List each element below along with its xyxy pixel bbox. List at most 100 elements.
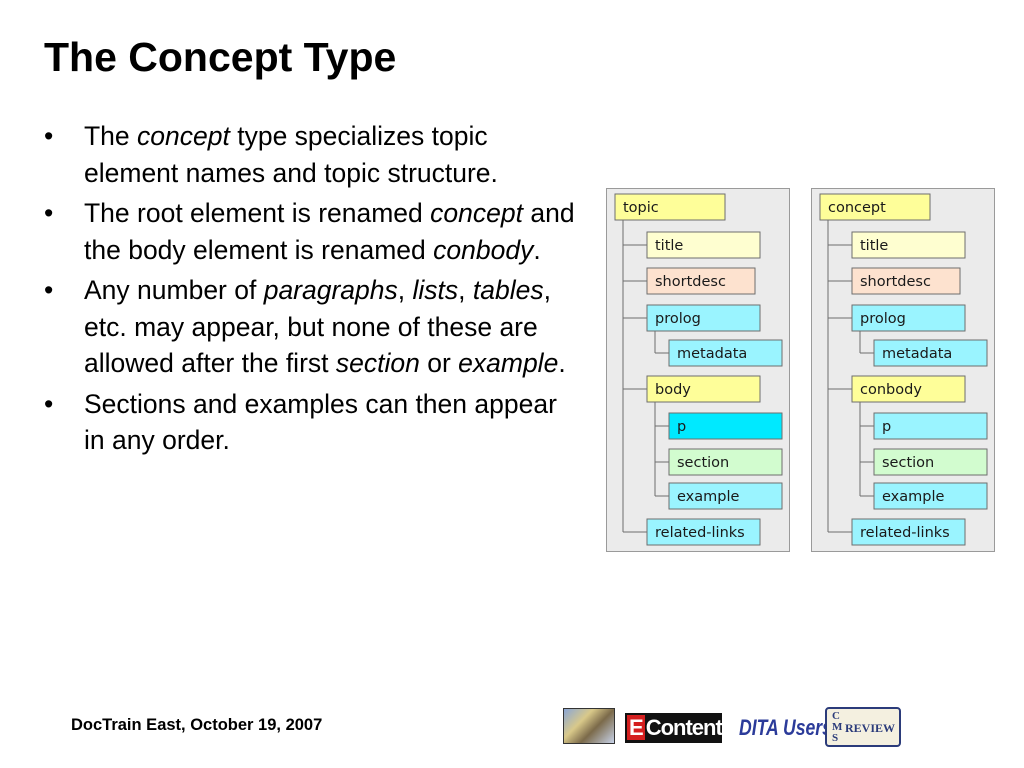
bullet-dot: • bbox=[44, 275, 54, 305]
tree-node: p bbox=[668, 412, 783, 440]
cms-review-logo: C M S REVIEW bbox=[825, 707, 901, 747]
bullet-run: The bbox=[84, 121, 138, 151]
tree-node-box bbox=[851, 375, 966, 403]
tree-node-box bbox=[819, 193, 931, 221]
tree-node: section bbox=[873, 448, 988, 476]
bullet-emphasis: paragraphs bbox=[263, 275, 398, 305]
tree-node-box bbox=[646, 375, 761, 403]
tree-node-box bbox=[646, 231, 761, 259]
tree-diagram-svg: concepttitleshortdescprologmetadataconbo… bbox=[819, 193, 988, 546]
slide-title: The Concept Type bbox=[44, 34, 397, 80]
cms-logo-review: REVIEW bbox=[845, 721, 896, 735]
tree-node-box bbox=[668, 482, 783, 510]
bullet-text: The root element is renamed concept and … bbox=[84, 195, 580, 268]
bullet-run: The root element is renamed bbox=[84, 198, 431, 228]
tree-node-label: metadata bbox=[882, 346, 952, 362]
bullet-emphasis: tables bbox=[472, 275, 544, 305]
tree-node-label: section bbox=[677, 455, 729, 471]
tree-node-label: p bbox=[677, 419, 686, 435]
econtent-logo-text: Content bbox=[645, 715, 723, 740]
tree-node-box bbox=[873, 339, 988, 367]
tree-node: prolog bbox=[851, 304, 966, 332]
bullet-run: Sections and examples can then appear in… bbox=[84, 388, 557, 456]
tree-node: related-links bbox=[646, 518, 761, 546]
bullet-dot: • bbox=[44, 388, 54, 419]
bullet-dot: • bbox=[44, 198, 54, 228]
tree-node: prolog bbox=[646, 304, 761, 332]
tree-node-label: p bbox=[882, 419, 891, 435]
tree-node-box bbox=[614, 193, 726, 221]
tree-node: section bbox=[668, 448, 783, 476]
tree-node: metadata bbox=[668, 339, 783, 367]
tree-node-label: shortdesc bbox=[655, 274, 726, 290]
dita-users-logo: DITA Users bbox=[739, 715, 832, 740]
tree-node: title bbox=[646, 231, 761, 259]
bullet-emphasis: example bbox=[458, 348, 559, 378]
tree-node-label: section bbox=[882, 455, 934, 471]
bullet-list: • The concept type specializes topic elem… bbox=[40, 118, 580, 463]
tree-node-box bbox=[646, 518, 761, 546]
bullet-text: Sections and examples can then appear in… bbox=[84, 386, 580, 459]
doctrain-photo-logo bbox=[563, 708, 615, 744]
tree-node: shortdesc bbox=[646, 267, 756, 295]
tree-node: related-links bbox=[851, 518, 966, 546]
bullet-run: or bbox=[419, 348, 459, 378]
bullet-run: type specializes topic element names and… bbox=[84, 121, 498, 188]
bullet-run: , bbox=[397, 275, 413, 305]
bullet-emphasis: concept bbox=[430, 198, 523, 228]
tree-node-label: prolog bbox=[655, 311, 701, 327]
bullet-item: • The root element is renamed concept and… bbox=[40, 195, 580, 268]
bullet-item: • Any number of paragraphs, lists, tables… bbox=[40, 272, 580, 382]
tree-node-label: topic bbox=[623, 200, 659, 216]
tree-node: p bbox=[873, 412, 988, 440]
bullet-run: . bbox=[558, 348, 566, 378]
tree-node-box bbox=[873, 482, 988, 510]
cms-logo-s: S bbox=[832, 732, 839, 744]
cms-logo-c: C bbox=[832, 710, 840, 722]
bullet-emphasis: conbody bbox=[433, 234, 534, 265]
tree-node-label: example bbox=[882, 489, 944, 505]
tree-node-box bbox=[668, 339, 783, 367]
tree-node-box bbox=[646, 267, 756, 295]
tree-node-label: related-links bbox=[655, 525, 745, 541]
tree-node-label: example bbox=[677, 489, 739, 505]
tree-node: example bbox=[873, 482, 988, 510]
tree-node: metadata bbox=[873, 339, 988, 367]
bullet-run: , bbox=[458, 275, 473, 305]
tree-node-box bbox=[873, 412, 988, 440]
bullet-text: The concept type specializes topic eleme… bbox=[84, 118, 580, 191]
tree-node-box bbox=[873, 448, 988, 476]
tree-node-label: prolog bbox=[860, 311, 906, 327]
tree-node-label: title bbox=[655, 238, 683, 254]
tree-node-label: related-links bbox=[860, 525, 950, 541]
tree-node-box bbox=[668, 448, 783, 476]
tree-node-box bbox=[851, 304, 966, 332]
bullet-item: • The concept type specializes topic elem… bbox=[40, 118, 580, 191]
footer-event-text: DocTrain East, October 19, 2007 bbox=[71, 716, 323, 734]
bullet-item: • Sections and examples can then appear i… bbox=[40, 386, 580, 459]
tree-node: concept bbox=[819, 193, 931, 221]
bullet-run: Any number of bbox=[84, 275, 264, 305]
tree-node: shortdesc bbox=[851, 267, 961, 295]
tree-node: conbody bbox=[851, 375, 966, 403]
tree-node-label: concept bbox=[828, 200, 886, 216]
bullet-dot: • bbox=[44, 121, 54, 151]
econtent-logo-e: E bbox=[627, 715, 645, 740]
bullet-text: Any number of paragraphs, lists, tables,… bbox=[84, 272, 580, 382]
topic-structure-diagram: topic title shortdesc prolog metadata body p se… bbox=[606, 188, 790, 552]
tree-node: topic bbox=[614, 193, 726, 221]
tree-node-box bbox=[851, 267, 961, 295]
bullet-run: . bbox=[533, 234, 541, 265]
bullet-emphasis: lists bbox=[412, 275, 459, 305]
tree-node: body bbox=[646, 375, 761, 403]
tree-node-label: metadata bbox=[677, 346, 747, 362]
bullet-run: and the body element is renamed bbox=[84, 198, 575, 265]
tree-node-label: shortdesc bbox=[860, 274, 931, 290]
bullet-run: , etc. may appear, but none of these are… bbox=[84, 275, 551, 378]
tree-node-box bbox=[668, 412, 783, 440]
cms-logo-m: M bbox=[832, 721, 843, 733]
tree-node-label: body bbox=[655, 382, 691, 398]
tree-node-label: conbody bbox=[860, 382, 922, 398]
